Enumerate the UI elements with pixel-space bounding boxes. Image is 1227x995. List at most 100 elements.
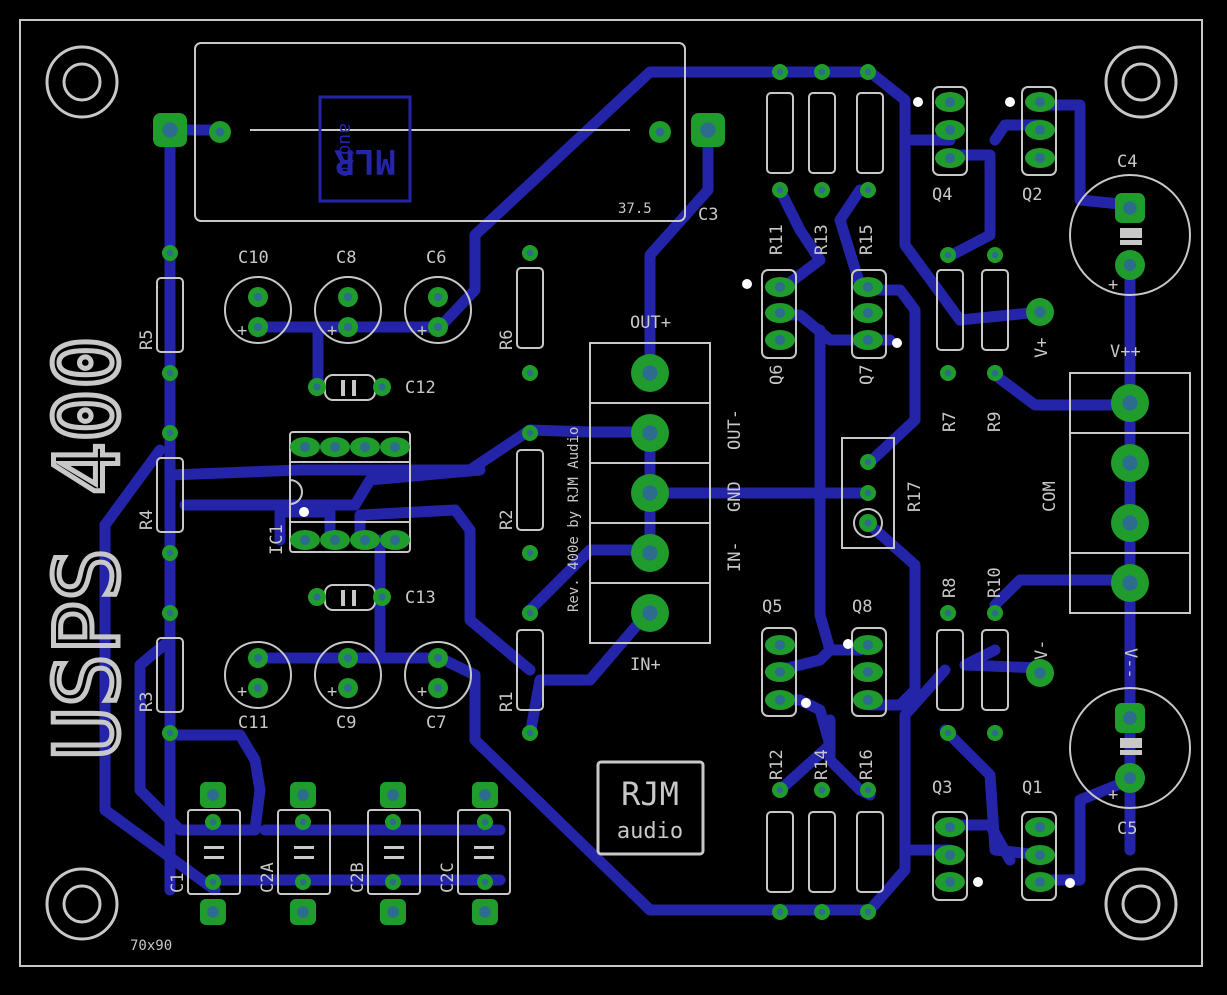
pad-hole <box>642 605 658 621</box>
svg-text:R15: R15 <box>857 224 877 255</box>
pad-hole <box>864 68 872 76</box>
pad-hole <box>944 609 952 617</box>
pad-hole <box>297 789 309 801</box>
pad-hole <box>642 545 658 561</box>
pad-hole <box>215 127 225 137</box>
mounting-hole-bl <box>45 867 119 941</box>
board-outline <box>19 19 1203 967</box>
pad-hole <box>818 186 826 194</box>
mounting-hole-tl <box>45 45 119 119</box>
pad-hole <box>166 249 174 257</box>
solder-pads <box>153 64 1149 925</box>
svg-text:R4: R4 <box>137 510 157 530</box>
pad-hole <box>344 684 352 692</box>
mounting-hole-tr <box>1104 45 1178 119</box>
pad-hole <box>944 729 952 737</box>
svg-text:R12: R12 <box>767 749 787 780</box>
svg-text:Q6: Q6 <box>767 365 787 385</box>
revision-label: Rev. 400e by RJM Audio <box>566 427 582 612</box>
svg-text:audio: audio <box>335 123 356 177</box>
pad-hole <box>434 323 442 331</box>
svg-text:C1: C1 <box>168 873 188 893</box>
svg-text:+: + <box>237 682 247 702</box>
pad-hole <box>254 684 262 692</box>
pad-hole <box>526 609 534 617</box>
svg-text:Q8: Q8 <box>852 597 872 617</box>
pad-hole <box>389 878 397 886</box>
svg-text:R10: R10 <box>985 567 1005 598</box>
svg-text:C4: C4 <box>1117 152 1137 172</box>
pad-hole <box>1034 667 1046 679</box>
pad-hole <box>389 818 397 826</box>
svg-text:C8: C8 <box>336 248 356 268</box>
svg-text:+: + <box>417 321 427 341</box>
svg-text:GND: GND <box>725 481 745 512</box>
svg-text:V+: V+ <box>1032 338 1052 358</box>
pad-hole <box>1123 711 1137 725</box>
pad-hole <box>1034 306 1046 318</box>
pad-hole <box>207 789 219 801</box>
svg-text:R5: R5 <box>137 330 157 350</box>
logo-rjm: RJM <box>621 775 679 813</box>
pad-hole <box>642 365 658 381</box>
pad-hole <box>776 908 784 916</box>
pad-hole <box>776 786 784 794</box>
pad-hole <box>313 383 321 391</box>
svg-text:V-: V- <box>1032 640 1052 660</box>
pad-hole <box>166 369 174 377</box>
mounting-hole-br <box>1104 867 1178 941</box>
pad-hole <box>1123 201 1137 215</box>
size-label: 70x90 <box>130 938 172 954</box>
pad-hole <box>991 609 999 617</box>
svg-text:R6: R6 <box>497 330 517 350</box>
svg-text:R11: R11 <box>767 224 787 255</box>
pad-hole <box>864 519 872 527</box>
svg-text:C7: C7 <box>426 713 446 733</box>
svg-text:Q2: Q2 <box>1022 185 1042 205</box>
svg-text:C10: C10 <box>238 248 269 268</box>
pad-hole <box>1122 455 1138 471</box>
svg-text:+: + <box>237 321 247 341</box>
svg-text:R8: R8 <box>940 578 960 598</box>
svg-text:C2B: C2B <box>348 862 368 893</box>
pad-hole <box>479 906 491 918</box>
pad-hole <box>299 878 307 886</box>
svg-text:Q1: Q1 <box>1022 778 1042 798</box>
svg-text:R13: R13 <box>812 224 832 255</box>
pad-hole <box>344 293 352 301</box>
pad-hole <box>991 729 999 737</box>
silkscreen <box>156 42 1191 901</box>
svg-text:C9: C9 <box>336 713 356 733</box>
pad-hole <box>254 323 262 331</box>
pad-hole <box>254 654 262 662</box>
svg-text:R9: R9 <box>985 412 1005 432</box>
pad-hole <box>1122 395 1138 411</box>
pad-hole <box>209 878 217 886</box>
svg-text:+: + <box>417 682 427 702</box>
pad-hole <box>1122 575 1138 591</box>
svg-text:R17: R17 <box>905 481 925 512</box>
svg-text:IC1: IC1 <box>267 524 287 555</box>
svg-text:R16: R16 <box>857 749 877 780</box>
svg-text:C12: C12 <box>405 378 436 398</box>
pad-hole <box>864 186 872 194</box>
pad-hole <box>387 906 399 918</box>
pad-hole <box>864 786 872 794</box>
orientation-dots <box>299 97 1075 888</box>
pad-hole <box>991 369 999 377</box>
pad-hole <box>344 654 352 662</box>
svg-text:IN+: IN+ <box>630 655 661 675</box>
pad-hole <box>254 293 262 301</box>
pad-hole <box>434 684 442 692</box>
svg-text:R14: R14 <box>812 749 832 780</box>
svg-text:MLR: MLR <box>334 141 396 181</box>
pad-hole <box>481 878 489 886</box>
svg-text:Q7: Q7 <box>857 365 877 385</box>
pad-hole <box>655 127 665 137</box>
pad-hole <box>864 489 872 497</box>
svg-text:R2: R2 <box>497 510 517 530</box>
svg-text:R1: R1 <box>497 692 517 712</box>
pad-hole <box>481 818 489 826</box>
pad-hole <box>526 429 534 437</box>
